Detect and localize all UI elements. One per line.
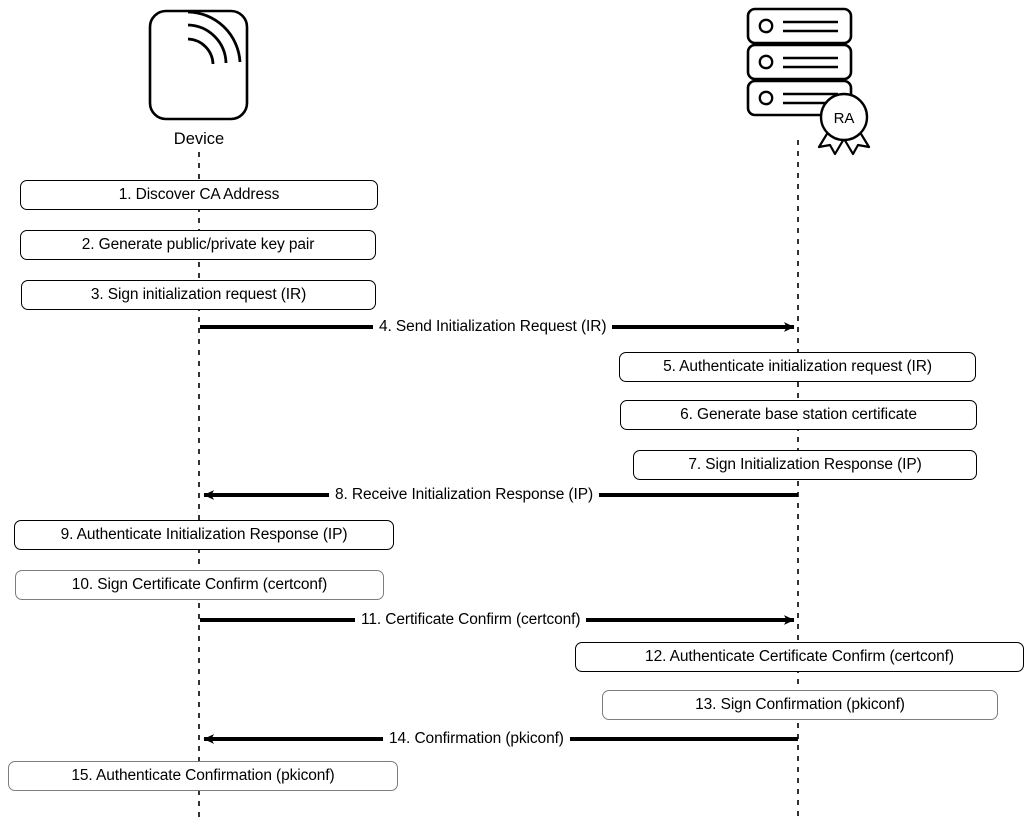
action-box-step-7[interactable]: 7. Sign Initialization Response (IP) bbox=[633, 450, 977, 480]
action-box-step-3[interactable]: 3. Sign initialization request (IR) bbox=[21, 280, 376, 310]
action-box-step-10[interactable]: 10. Sign Certificate Confirm (certconf) bbox=[15, 570, 384, 600]
action-box-step-9[interactable]: 9. Authenticate Initialization Response … bbox=[14, 520, 394, 550]
action-box-step-2[interactable]: 2. Generate public/private key pair bbox=[20, 230, 376, 260]
message-label-step-4[interactable]: 4. Send Initialization Request (IR) bbox=[373, 316, 613, 338]
message-label-step-14[interactable]: 14. Confirmation (pkiconf) bbox=[383, 728, 570, 750]
wireless-device-icon bbox=[148, 9, 249, 121]
action-box-step-5[interactable]: 5. Authenticate initialization request (… bbox=[619, 352, 976, 382]
message-label-step-11[interactable]: 11. Certificate Confirm (certconf) bbox=[355, 609, 587, 631]
action-box-step-6[interactable]: 6. Generate base station certificate bbox=[620, 400, 977, 430]
action-box-step-12[interactable]: 12. Authenticate Certificate Confirm (ce… bbox=[575, 642, 1024, 672]
ra-badge-label: RA bbox=[834, 110, 855, 127]
server-stack-icon bbox=[746, 7, 853, 117]
message-label-step-8[interactable]: 8. Receive Initialization Response (IP) bbox=[329, 484, 600, 506]
ra-certificate-badge-icon: RA bbox=[817, 92, 871, 156]
action-box-step-1[interactable]: 1. Discover CA Address bbox=[20, 180, 378, 210]
action-box-step-15[interactable]: 15. Authenticate Confirmation (pkiconf) bbox=[8, 761, 398, 791]
actor-label-device: Device bbox=[173, 130, 225, 148]
action-box-step-13[interactable]: 13. Sign Confirmation (pkiconf) bbox=[602, 690, 998, 720]
